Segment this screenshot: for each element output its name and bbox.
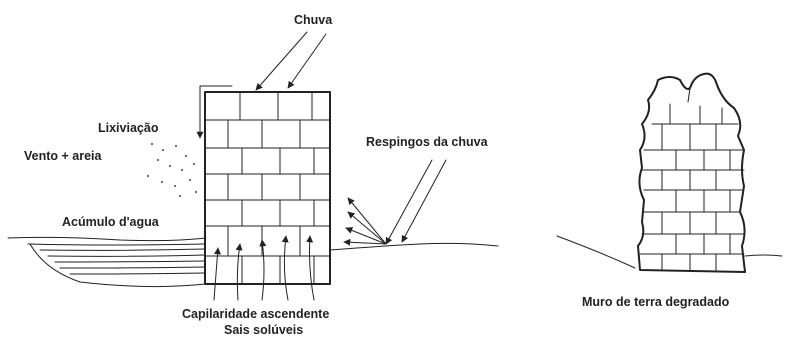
label-wind-sand: Vento + areia xyxy=(24,149,103,163)
label-soluble-salts: Sais solúveis xyxy=(224,323,303,337)
water-accumulation-hatching xyxy=(27,243,206,288)
rain-arrows xyxy=(255,31,327,91)
label-degraded-wall: Muro de terra degradado xyxy=(582,295,730,309)
label-rain-splash: Respingos da chuva xyxy=(366,135,489,149)
label-capillarity: Capilaridade ascendente xyxy=(182,307,329,321)
wind-sand-particles xyxy=(147,143,197,197)
leaching-arrow xyxy=(196,85,233,139)
ground-left xyxy=(7,236,499,251)
degraded-earth-wall xyxy=(637,72,746,273)
capillarity-arrows xyxy=(213,235,315,301)
label-leaching: Lixiviação xyxy=(98,121,159,135)
label-rain: Chuva xyxy=(294,13,333,27)
earth-wall xyxy=(204,91,331,285)
rain-splash-arrows xyxy=(343,159,447,246)
label-water-accumulation: Acúmulo d'agua xyxy=(62,215,160,229)
ground-right xyxy=(556,235,783,269)
